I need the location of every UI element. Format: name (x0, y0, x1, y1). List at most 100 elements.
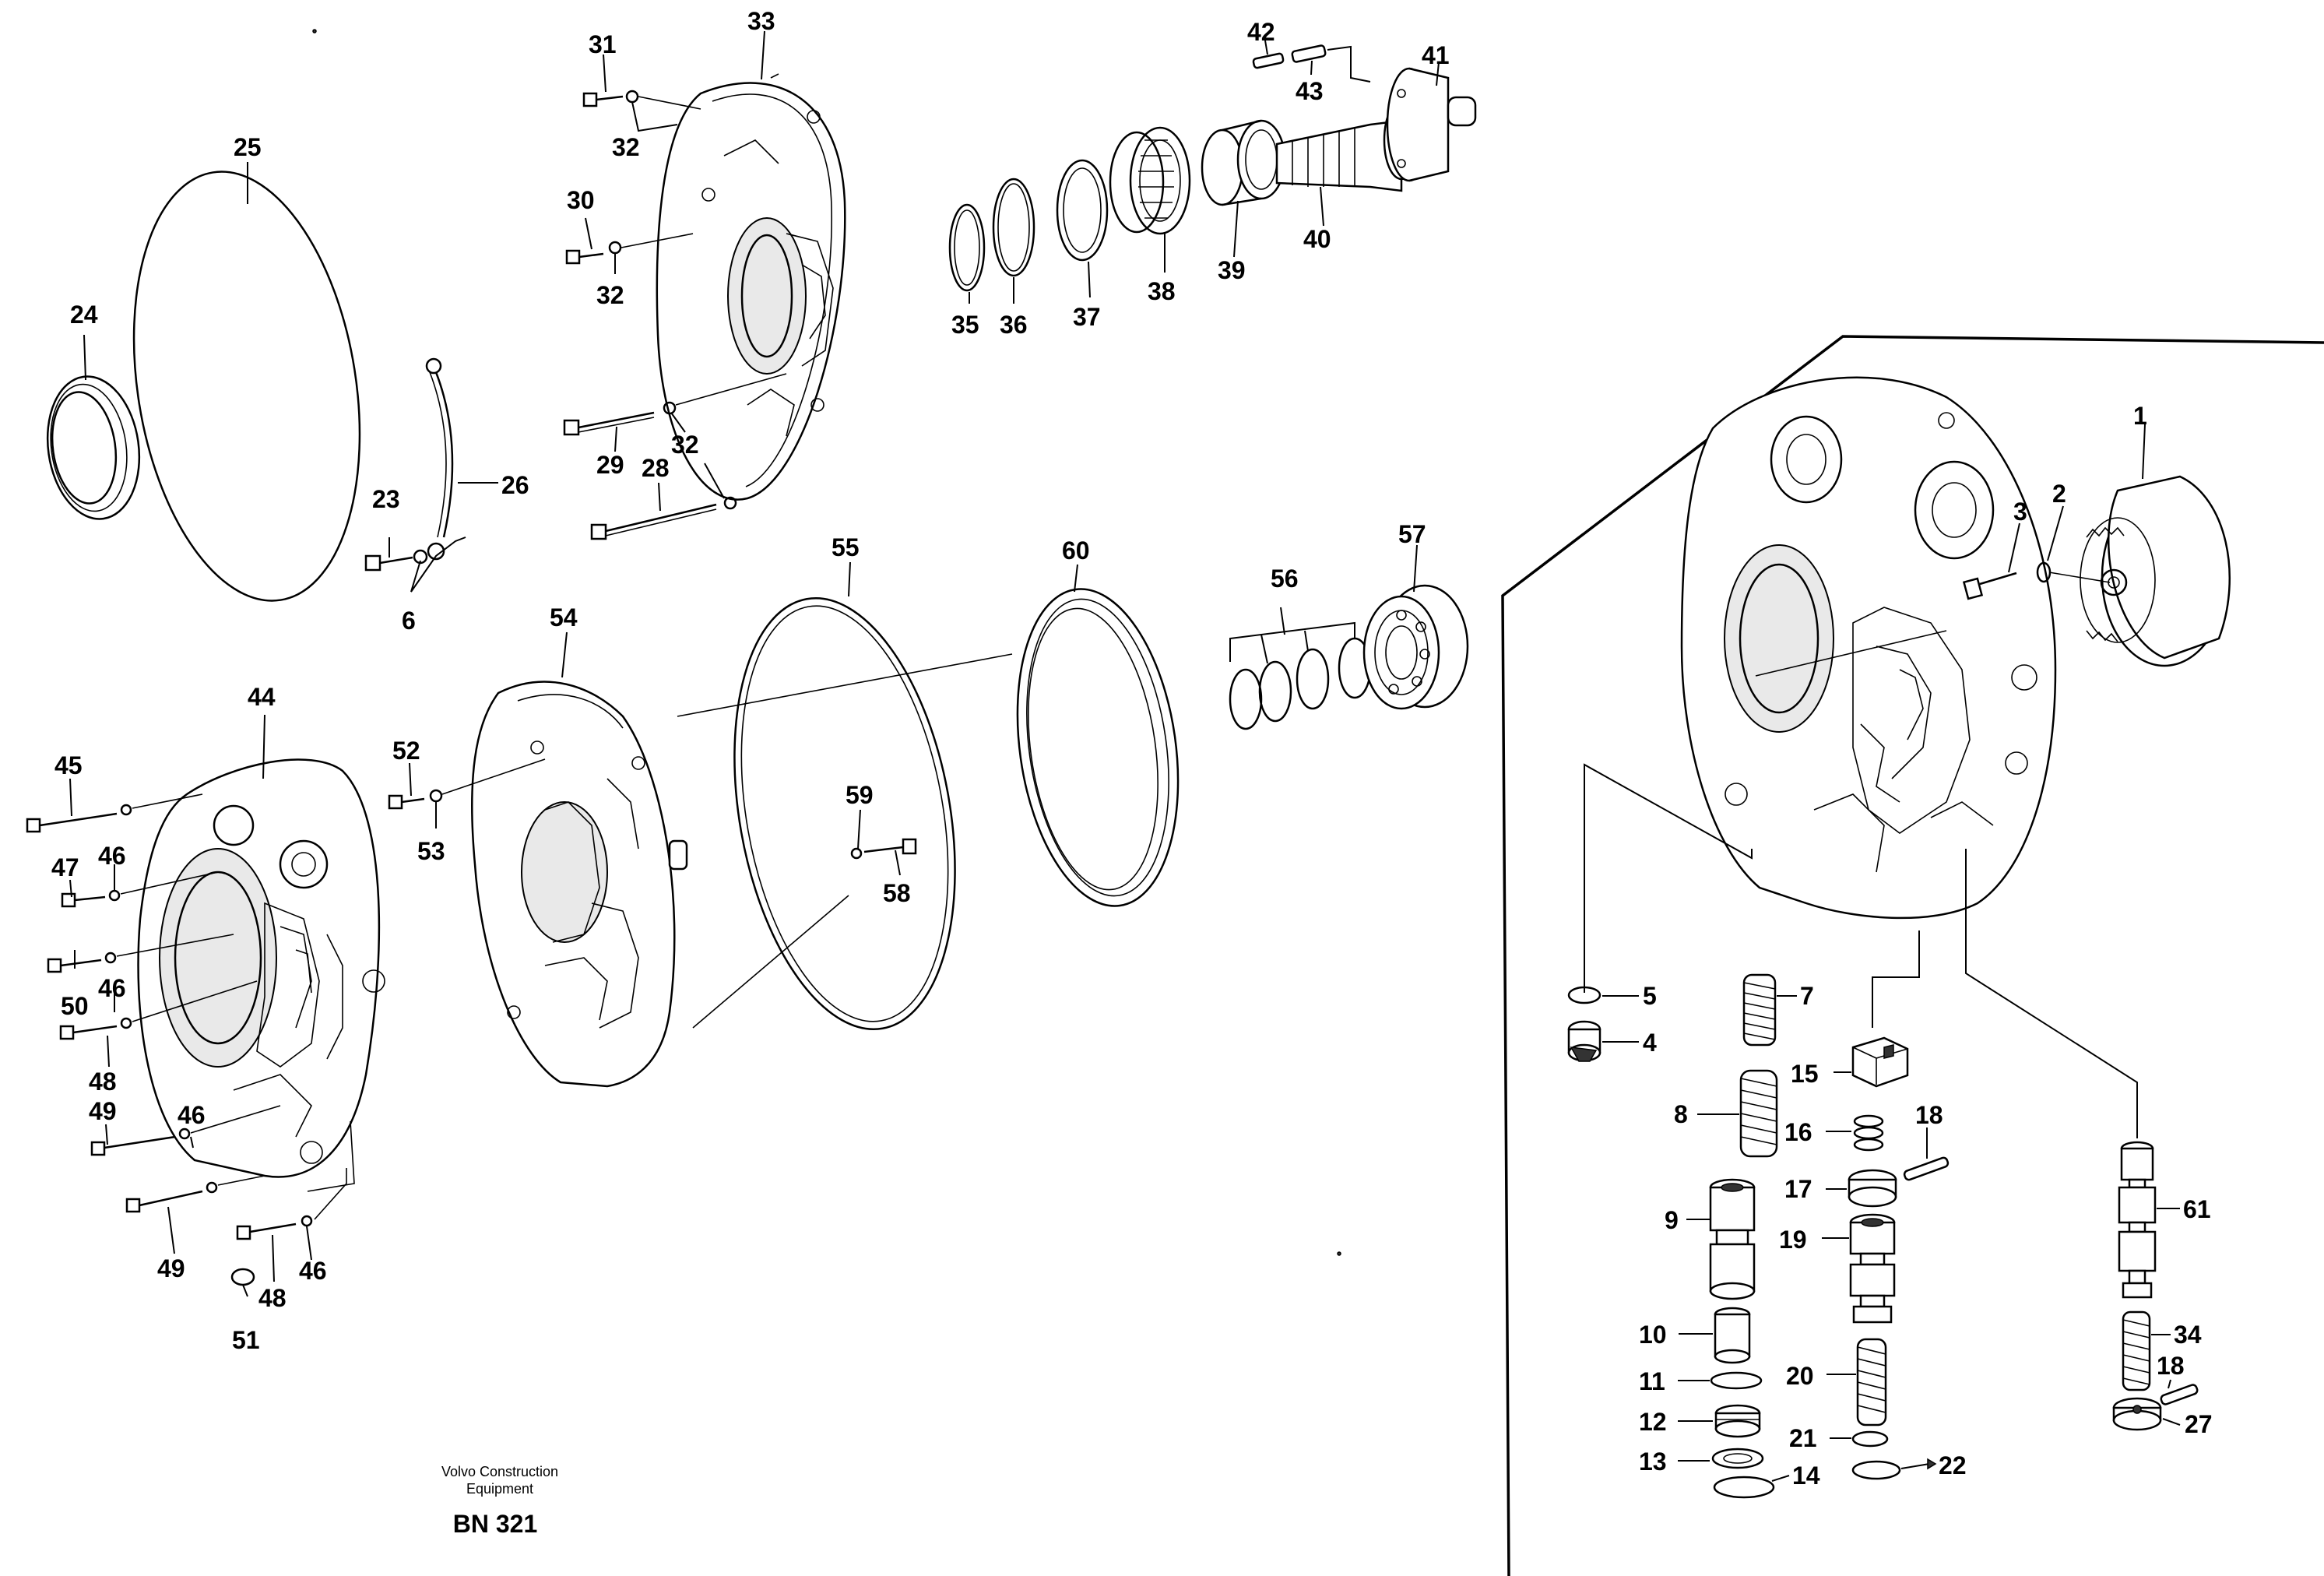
part-54-valve-plate (471, 681, 688, 1088)
label-46-d: 46 (299, 1257, 327, 1285)
label-13: 13 (1639, 1448, 1667, 1476)
part-44-housing (137, 758, 385, 1192)
label-60: 60 (1062, 536, 1090, 565)
part-18-pin-lower (2160, 1384, 2199, 1405)
part-23-bolt (364, 542, 445, 572)
label-53: 53 (417, 837, 445, 865)
label-28: 28 (642, 454, 670, 482)
part-17-cap (1848, 1169, 1897, 1208)
part-43-key (1291, 44, 1327, 63)
label-35: 35 (951, 311, 979, 339)
label-3: 3 (2013, 498, 2027, 526)
label-23: 23 (372, 485, 400, 513)
part-13-washer (1711, 1448, 1764, 1469)
label-48-a: 48 (89, 1068, 117, 1096)
part-15-valve-part (1851, 1036, 1909, 1088)
company-name-line-1: Volvo Construction (441, 1464, 558, 1479)
label-24: 24 (70, 301, 98, 329)
label-51: 51 (232, 1326, 260, 1354)
callout-labels: 1 2 3 4 5 6 7 8 9 10 11 12 13 14 15 16 1… (51, 7, 2213, 1490)
label-37: 37 (1073, 303, 1101, 331)
label-16: 16 (1784, 1118, 1812, 1146)
label-44: 44 (248, 683, 276, 711)
label-19: 19 (1779, 1226, 1807, 1254)
part-14-o-ring (1713, 1476, 1775, 1499)
part-58-bolt (850, 838, 917, 860)
label-2: 2 (2052, 480, 2066, 508)
part-56-rings (1229, 637, 1372, 730)
label-31: 31 (589, 30, 617, 58)
label-58: 58 (883, 879, 911, 907)
label-32-low: 32 (671, 431, 699, 459)
label-22: 22 (1939, 1451, 1967, 1479)
part-30-bolt (565, 241, 622, 265)
part-29-bolt (563, 401, 677, 436)
part-26-pipe (425, 357, 454, 538)
label-8: 8 (1674, 1100, 1688, 1128)
label-5: 5 (1643, 982, 1657, 1010)
part-27-cap (2112, 1397, 2162, 1431)
part-34-spring (2122, 1310, 2151, 1391)
part-24-seal (46, 375, 141, 520)
label-49-a: 49 (89, 1097, 117, 1125)
label-34: 34 (2174, 1321, 2202, 1349)
part-49-bolt-upper (90, 1127, 191, 1156)
part-3-bolt (1962, 572, 2017, 600)
label-20: 20 (1786, 1362, 1814, 1390)
part-22-o-ring (1851, 1460, 1901, 1480)
right-housing (1680, 376, 2057, 920)
label-27: 27 (2185, 1410, 2213, 1438)
part-1-pump (2080, 475, 2231, 667)
label-61: 61 (2183, 1195, 2211, 1223)
label-12: 12 (1639, 1408, 1667, 1436)
part-48-bolt-lower (236, 1215, 313, 1240)
label-49-b: 49 (157, 1254, 185, 1282)
label-10: 10 (1639, 1321, 1667, 1349)
part-45-bolt (26, 804, 132, 833)
part-35-snap-ring (948, 203, 986, 292)
label-26: 26 (501, 471, 529, 499)
label-36: 36 (1000, 311, 1028, 339)
label-46-c: 46 (178, 1101, 206, 1129)
part-61-valve-assembly (2118, 1141, 2157, 1299)
part-51-plug (230, 1268, 255, 1286)
label-45: 45 (54, 751, 83, 779)
label-25: 25 (234, 133, 262, 161)
label-46-a: 46 (98, 842, 126, 870)
label-11: 11 (1639, 1367, 1665, 1395)
label-57: 57 (1398, 520, 1426, 548)
part-7-spring (1742, 973, 1777, 1047)
part-21-ring (1851, 1430, 1889, 1448)
part-49-bolt-lower (125, 1181, 218, 1213)
right-group-frame (1501, 335, 2324, 1576)
part-18-pin-upper (1903, 1156, 1950, 1181)
label-33: 33 (747, 7, 775, 35)
label-52: 52 (392, 737, 420, 765)
label-54: 54 (550, 603, 578, 631)
label-55: 55 (832, 533, 860, 561)
part-9-piston (1709, 1178, 1756, 1300)
part-8-spring (1739, 1069, 1778, 1158)
label-7: 7 (1800, 982, 1814, 1010)
drawing-footer: Volvo Construction Equipment BN 321 (441, 1464, 558, 1538)
label-15: 15 (1791, 1060, 1819, 1088)
part-25-o-ring (132, 171, 361, 602)
label-38: 38 (1148, 277, 1176, 305)
part-36-snap-ring (992, 178, 1035, 277)
part-38-roller-bearing (1109, 126, 1191, 235)
label-48-b: 48 (258, 1284, 287, 1312)
part-5-seal-ring (1567, 986, 1601, 1004)
label-21: 21 (1789, 1424, 1817, 1452)
label-6: 6 (402, 607, 416, 635)
label-42: 42 (1247, 18, 1275, 46)
label-18-lower: 18 (2157, 1352, 2185, 1380)
part-52-bolt (388, 789, 443, 810)
drawing-code: BN 321 (453, 1510, 538, 1538)
label-9: 9 (1665, 1206, 1679, 1234)
label-50: 50 (61, 992, 89, 1020)
label-17: 17 (1784, 1175, 1812, 1203)
label-30: 30 (567, 186, 595, 214)
label-59: 59 (846, 781, 874, 809)
company-name-line-2: Equipment (466, 1481, 533, 1497)
